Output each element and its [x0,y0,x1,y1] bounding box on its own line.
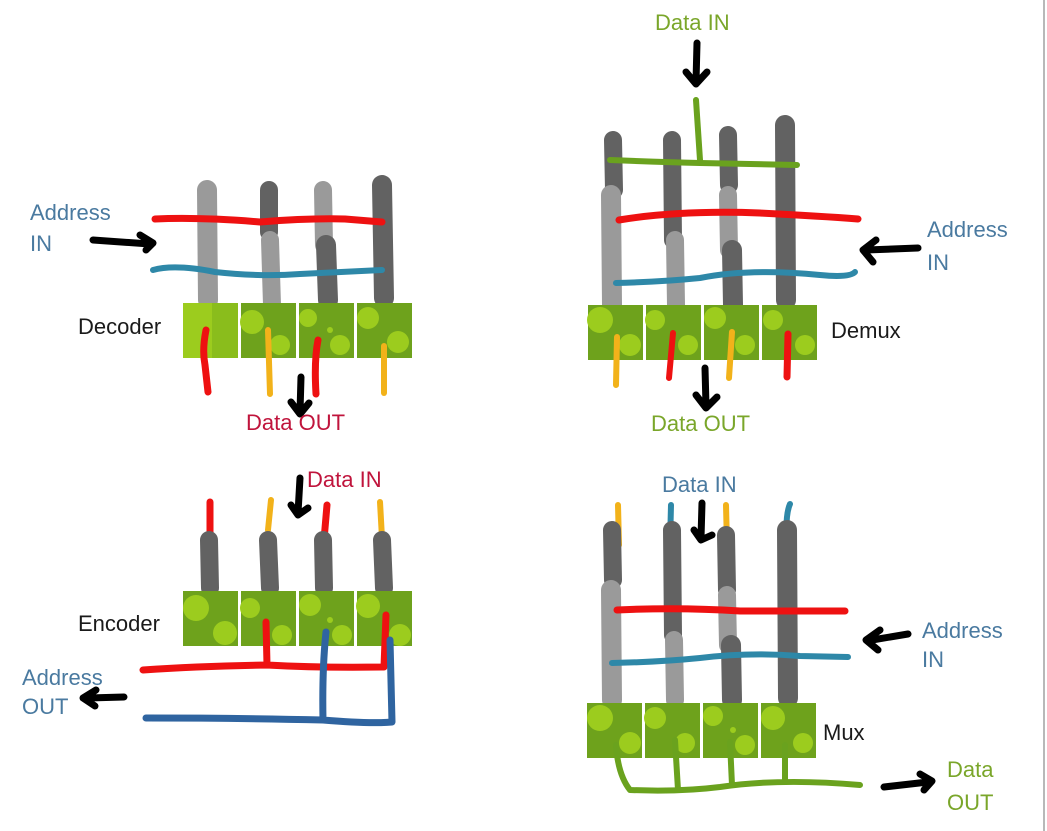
arrow-down-icon [692,364,721,412]
address-wire-blue [609,651,851,666]
data-out-wire-yellow [613,334,620,388]
arrow-down-icon [287,474,312,519]
encoder-data-in-label: Data IN [307,467,382,492]
pillar [200,531,219,597]
cell [644,703,700,758]
address-wire-red [613,605,849,615]
right-edge-border [1043,0,1045,831]
address-out-wire-blue [142,628,396,727]
demux-diagram: Data IN Address IN Demux Data OUT [587,10,1008,436]
data-out-wire-red [666,330,676,381]
data-in-wire-green [693,97,703,163]
pillar [666,231,685,314]
cell [299,591,354,646]
pillar [603,521,622,589]
data-in-bus-green [607,157,800,168]
decoder-title: Decoder [78,314,161,339]
cell [183,591,238,646]
encoder-title: Encoder [78,611,160,636]
pillar [663,131,682,249]
encoder-diagram: Data IN Encoder Address OUT [22,467,412,727]
pillar [604,131,623,199]
pillar [372,175,394,308]
decoder-diagram: Address IN Decoder Data OUT [30,175,412,435]
arrow-down-icon [682,39,711,88]
arrow-right-icon [880,770,936,794]
mux-diagram: Data IN Address IN Mux Data OUT [587,472,1003,815]
cell [299,303,354,358]
data-out-wire-red [311,336,322,398]
pillar [663,521,682,644]
arrow-left-icon [859,236,922,266]
demux-address-in-label-line1: Address [927,217,1008,242]
mux-cells [587,703,816,758]
demux-data-in-label: Data IN [655,10,730,35]
decoder-address-in-label-line1: Address [30,200,111,225]
arrow-right-icon [89,231,157,254]
address-wire-blue [150,264,385,279]
mux-title: Mux [823,720,865,745]
decoder-cells [183,303,412,358]
cell [587,703,642,758]
pillar [373,531,393,597]
data-out-wire-yellow [265,327,273,397]
arrow-down-icon [287,373,313,418]
data-out-bus-green [613,737,863,794]
pillar [314,531,333,597]
mux-data-out-label-line1: Data [947,757,994,782]
encoder-address-out-label-line1: Address [22,665,103,690]
mux-address-in-label-line1: Address [922,618,1003,643]
cell [761,703,816,758]
encoder-cells [183,591,412,646]
decoder-pillars [197,175,394,314]
address-wire-blue [613,269,858,286]
demux-title: Demux [831,318,901,343]
demux-address-in-label-line2: IN [927,250,949,275]
mux-data-out-label-line2: OUT [947,790,993,815]
demux-cells [587,305,817,360]
mux-data-in-label: Data IN [662,472,737,497]
pillar [719,126,738,194]
encoder-address-out-label-line2: OUT [22,694,68,719]
arrow-down-icon [690,499,716,544]
pillar [197,180,218,310]
encoder-pillars [200,531,393,597]
pillar [259,531,279,597]
pillar [665,631,684,709]
mux-address-in-label-line2: IN [922,647,944,672]
data-out-wire-red [783,330,792,381]
data-out-wire-yellow [726,329,735,381]
cell [183,303,238,358]
pillar [717,526,736,599]
arrow-left-icon [79,686,128,710]
data-in-wire-yellow [265,497,274,533]
decoder-address-in-label-line2: IN [30,231,52,256]
cell [587,305,643,360]
mux-pillars [601,520,798,710]
address-wire-red [615,208,862,224]
address-out-wire-red [139,611,390,674]
arrow-left-icon [862,626,912,654]
pillar [722,240,743,315]
demux-data-out-label: Data OUT [651,411,750,436]
decoder-data-out-label: Data OUT [246,410,345,435]
pillar [601,580,622,710]
address-wire-red [151,214,386,226]
pillar [601,185,622,315]
data-out-wire-red [200,326,212,396]
